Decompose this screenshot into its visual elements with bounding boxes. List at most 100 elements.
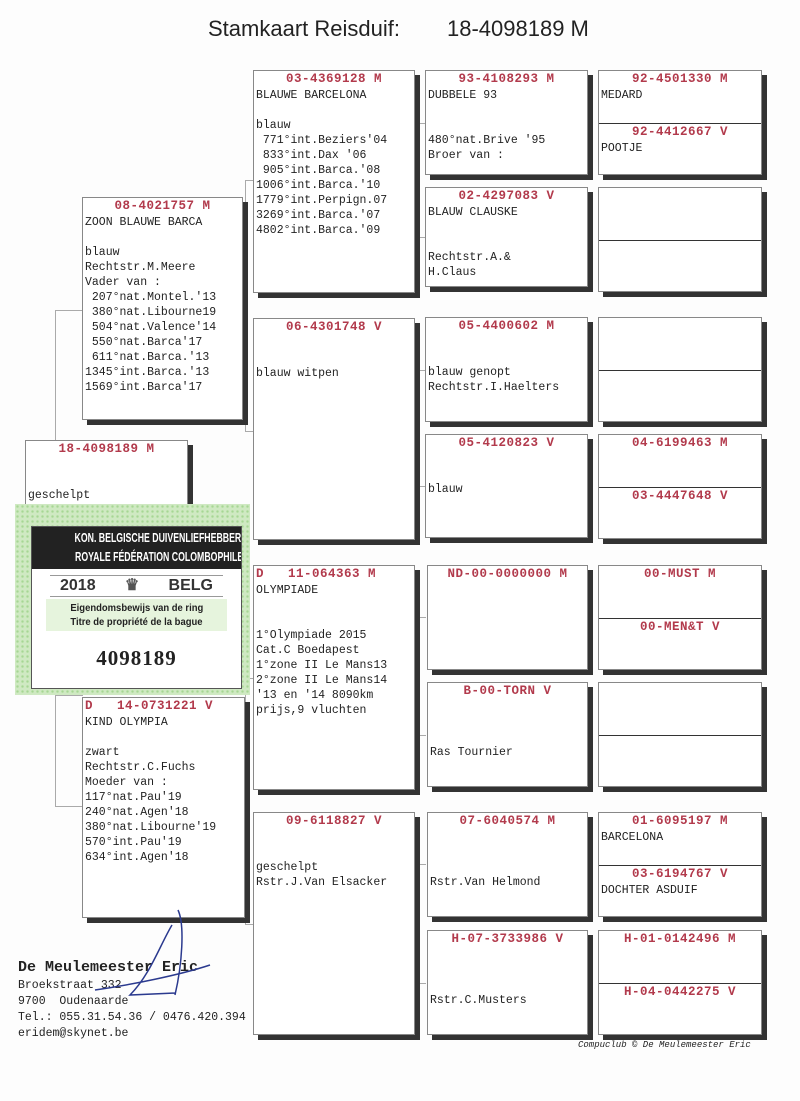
detail-line: 550°nat.Barca'17 (85, 336, 203, 349)
detail-line: prijs,9 vluchten (256, 704, 367, 717)
detail-line: 380°nat.Libourne19 (85, 306, 217, 319)
detail-line: blauw (85, 246, 120, 259)
detail-line: blauw genopt (428, 366, 511, 379)
pedigree-entry-bottom: 03-4447648 V (599, 486, 761, 540)
pedigree-box-grandsire-maternal: D 11-064363 M OLYMPIADE 1°Olympiade 2015… (253, 565, 415, 790)
pedigree-box-gen3: 07-6040574 M Rstr.Van Helmond (427, 812, 588, 917)
pigeon-name (599, 753, 761, 768)
card-country: BELG (168, 577, 213, 594)
detail-line: 2°zone II Le Mans14 (256, 674, 388, 687)
box-details: geschelpt (26, 458, 187, 503)
pedigree-entry-top: 04-6199463 M (599, 435, 761, 487)
box-details: Rstr.Van Helmond (428, 830, 587, 890)
detail-line: 207°nat.Montel.'13 (85, 291, 217, 304)
breeder-phone: Tel.: 055.31.54.36 / 0476.420.394 (18, 1011, 246, 1024)
detail-line (428, 948, 587, 963)
detail-line: 634°int.Agen'18 (85, 851, 189, 864)
card-title-nl: Eigendomsbewijs van de ring (70, 602, 203, 614)
detail-line (426, 103, 587, 118)
detail-line: '13 en '14 8090km (256, 689, 374, 702)
pedigree-box-gen4: 04-6199463 M 03-4447648 V (598, 434, 762, 539)
pigeon-name: BARCELONA (601, 831, 664, 844)
detail-line: Rstr.J.Van Elsacker (256, 876, 388, 889)
detail-line (428, 978, 587, 993)
box-details: blauw witpen (254, 336, 414, 381)
detail-line (254, 351, 414, 366)
pigeon-name (599, 388, 761, 403)
detail-line: Rechtstr.C.Fuchs (85, 761, 196, 774)
detail-line (426, 452, 587, 467)
pedigree-box-gen4 (598, 187, 762, 292)
detail-line: 1°Olympiade 2015 (256, 629, 367, 642)
detail-line (26, 473, 187, 488)
detail-line: 1345°int.Barca.'13 (85, 366, 210, 379)
ring-number (599, 683, 761, 700)
page-title: Stamkaart Reisduif: (208, 16, 400, 41)
pedigree-entry-bottom: 00-MEN&T V (599, 617, 761, 671)
box-details: BLAUWE BARCELONA blauw 771°int.Beziers'0… (254, 88, 414, 238)
ring-number (599, 188, 761, 205)
header-ring-number: 18-4098189 M (447, 16, 589, 41)
detail-line (254, 845, 414, 860)
detail-line (83, 230, 242, 245)
pedigree-box-granddam-paternal: 06-4301748 V blauw witpen (253, 318, 415, 540)
pedigree-entry-top: 00-MUST M (599, 566, 761, 618)
detail-line: blauw (428, 483, 463, 496)
detail-line: 611°nat.Barca.'13 (85, 351, 210, 364)
detail-line: 3269°int.Barca.'07 (256, 209, 381, 222)
detail-line: 570°int.Pau'19 (85, 836, 182, 849)
signature-icon (94, 909, 211, 996)
pigeon-name: MEDARD (601, 89, 643, 102)
pigeon-name (599, 636, 761, 651)
detail-line: 117°nat.Pau'19 (85, 791, 182, 804)
detail-line: OLYMPIADE (256, 584, 319, 597)
ring-number: 00-MEN&T V (639, 619, 720, 634)
card-ring-number: 4098189 (96, 646, 177, 670)
detail-line: 771°int.Beziers'04 (256, 134, 388, 147)
detail-line (428, 700, 587, 715)
pigeon-name (599, 505, 761, 520)
pedigree-box-gen4 (598, 682, 762, 787)
ring-number: 00-MUST M (643, 567, 716, 581)
detail-line (254, 830, 414, 845)
connector-line (417, 617, 426, 736)
ring-number (599, 736, 761, 753)
detail-line (426, 350, 587, 365)
pedigree-box-gen3: 05-4120823 V blauw (425, 434, 588, 538)
ring-number: 03-4369128 M (285, 72, 382, 86)
detail-line (426, 118, 587, 133)
pedigree-entry-top (599, 683, 761, 735)
detail-line: Rechtstr.I.Haelters (428, 381, 560, 394)
connector-line (245, 180, 254, 432)
pedigree-box-gen4: 00-MUST M 00-MEN&T V (598, 565, 762, 670)
detail-line (26, 458, 187, 473)
card-title-fr: Titre de propriété de la bague (70, 616, 203, 628)
detail-line: 833°int.Dax '06 (256, 149, 367, 162)
detail-line: 905°int.Barca.'08 (256, 164, 381, 177)
detail-line: 4802°int.Barca.'09 (256, 224, 381, 237)
connector-line (417, 864, 426, 984)
pedigree-entry-top (599, 318, 761, 370)
ring-number: 92-4412667 V (631, 124, 728, 139)
detail-line: ZOON BLAUWE BARCA (85, 216, 203, 229)
ring-number: D 11-064363 M (256, 567, 377, 581)
software-credit: Compuclub © De Meulemeester Eric (578, 1040, 751, 1050)
detail-line: geschelpt (256, 861, 319, 874)
connector-line (55, 310, 83, 442)
detail-line (254, 598, 414, 613)
box-details: Rstr.C.Musters (428, 948, 587, 1008)
pedigree-entry-bottom (599, 369, 761, 423)
ring-number: 05-4120823 V (458, 436, 555, 450)
